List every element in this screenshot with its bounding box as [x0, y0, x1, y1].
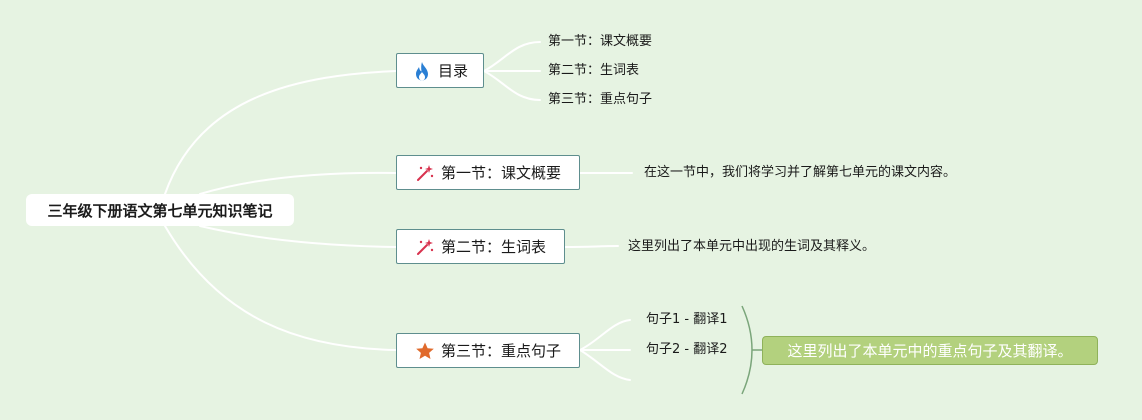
summary-bracket [741, 305, 753, 395]
topic-toc-label: 目录 [437, 62, 468, 80]
star-icon [415, 341, 435, 361]
section3-subitem[interactable]: 句子1 - 翻译1 [646, 312, 728, 327]
flame-icon [412, 61, 432, 81]
toc-subitem[interactable]: 第二节：生词表 [548, 63, 640, 78]
connector-toc-sub3 [483, 70, 541, 101]
connector-root-section3 [164, 225, 397, 351]
section1-note[interactable]: 在这一节中，我们将学习并了解第七单元的课文内容。 [644, 165, 957, 180]
topic-section1-label: 第一节：课文概要 [440, 164, 561, 182]
magic-wand-icon [415, 163, 435, 183]
topic-section3[interactable]: 第三节：重点句子 [396, 333, 580, 368]
root-topic-label: 三年级下册语文第七单元知识笔记 [47, 201, 273, 220]
connector-toc-sub1 [483, 41, 541, 72]
connector-root-toc [164, 70, 397, 195]
topic-section2[interactable]: 第二节：生词表 [396, 229, 565, 264]
magic-wand-icon [415, 237, 435, 257]
connector-root-section2 [199, 225, 397, 248]
connector-section3-sub1 [579, 319, 631, 351]
connector-section2-note [564, 245, 619, 248]
root-topic[interactable]: 三年级下册语文第七单元知识笔记 [26, 194, 294, 226]
toc-subitem[interactable]: 第三节：重点句子 [548, 92, 653, 107]
toc-subitem[interactable]: 第一节：课文概要 [548, 34, 653, 49]
connector-section3-sub3 [579, 349, 631, 381]
topic-toc[interactable]: 目录 [396, 53, 484, 88]
section3-subitem[interactable]: 句子2 - 翻译2 [646, 342, 728, 357]
topic-section2-label: 第二节：生词表 [440, 238, 546, 256]
connector-root-section1 [199, 171, 397, 195]
topic-section1[interactable]: 第一节：课文概要 [396, 155, 580, 190]
section3-summary[interactable]: 这里列出了本单元中的重点句子及其翻译。 [762, 336, 1098, 365]
topic-section3-label: 第三节：重点句子 [440, 342, 561, 360]
section3-summary-label: 这里列出了本单元中的重点句子及其翻译。 [787, 342, 1073, 360]
section2-note[interactable]: 这里列出了本单元中出现的生词及其释义。 [628, 239, 876, 254]
